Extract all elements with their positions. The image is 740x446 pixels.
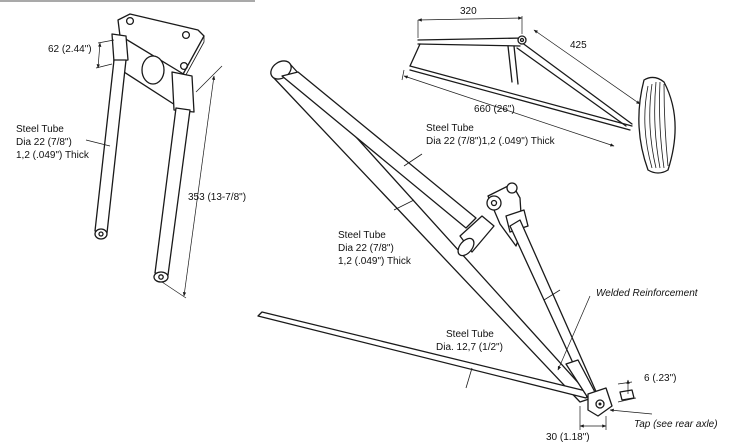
tap-label: Tap (see rear axle) [634,419,718,430]
left-frame-tube-label-line3: 1,2 (.049") Thick [338,256,412,267]
landing-gear-frame [257,60,653,430]
plate-slot [141,55,165,85]
upper-tube-label-line2: Dia 22 (7/8")1,2 (.049") Thick [426,136,556,147]
dim-tab-label: 6 (.23") [644,373,676,384]
left-tube [281,71,477,229]
dim-bottom-main-label: 30 (1.18") [546,432,590,443]
left-frame-tube-label-line1: Steel Tube [338,230,386,241]
upper-tube-label-line1: Steel Tube [426,123,474,134]
tube-end-front [94,228,108,240]
dim-diag-label: 425 [570,40,587,51]
welded-reinforcement-label: Welded Reinforcement [596,288,699,299]
dim-length-label: 353 (13-7/8") [188,192,246,203]
axle-tab [587,387,635,417]
plate-hole-1 [125,16,135,26]
plate-hole-2 [181,30,191,40]
strut-tube-rear [154,107,191,276]
dim-width-label: 62 (2.44") [48,44,92,55]
left-tube-label-line2: Dia 22 (7/8") [16,137,72,148]
left-tube-label-line1: Steel Tube [16,124,64,135]
upper-tube [271,63,593,403]
dim-bottom-label: 660 (26") [474,104,515,115]
tube-end-rear [153,271,169,283]
wheel [638,76,676,174]
lower-tube-label-line1: Steel Tube [446,329,494,340]
dim-top-label: 320 [460,6,477,17]
strut-assembly-view [85,13,223,299]
lower-tube-label-line2: Dia. 12,7 (1/2") [436,342,503,353]
left-frame-tube-label-line2: Dia 22 (7/8") [338,243,394,254]
left-tube-label-line3: 1,2 (.049") Thick [16,150,90,161]
pivot-hole [517,35,527,45]
plate-hole-3 [179,61,189,71]
strut-tube-front [94,59,127,234]
side-view-small [401,16,676,174]
